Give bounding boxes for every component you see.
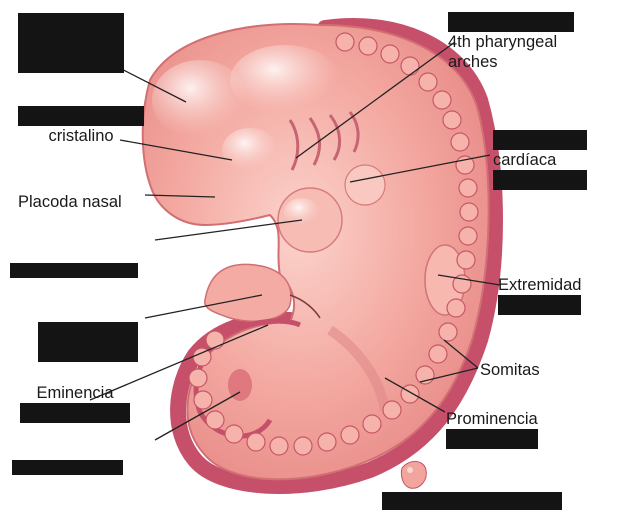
label-line: Prominencia cardíaca: [10, 263, 138, 278]
label-line: arches: [448, 52, 574, 72]
label-prominencia-mesonefrica: Prominencia mesonéfrica: [446, 409, 538, 449]
label-line: del cerebro: [18, 33, 124, 53]
label-prominencia-cardiaca: Prominencia cardíaca: [10, 261, 138, 281]
label-line: Extremidad inferior: [12, 460, 123, 475]
label-line: izquierda: [493, 170, 587, 190]
label-line: caudal: [20, 403, 130, 423]
label-line: Tamaño real de 4,5 mm.: [382, 492, 562, 510]
umbilical-cord: [205, 264, 291, 321]
label-line: superior: [498, 295, 581, 315]
label-line: Extremidad: [498, 275, 581, 295]
label-eminencia-caudal: Eminencia caudal: [20, 383, 130, 423]
label-line: cristalino: [18, 126, 144, 146]
label-line: Prominencia: [493, 130, 587, 150]
label-line: cardíaca: [493, 150, 587, 170]
label-line: medio: [18, 53, 124, 73]
label-tamano-real: Tamaño real de 4,5 mm.: [382, 491, 562, 511]
label-placoda-cristalino: Placoda del cristalino: [18, 106, 144, 146]
label-line: 4th pharyngeal: [448, 32, 574, 52]
label-line: umbilical: [38, 342, 138, 362]
label-somitas: Somitas: [480, 360, 540, 380]
label-line: Cordón: [38, 322, 138, 342]
label-line: Eminencia: [20, 383, 130, 403]
label-cordon-umbilical: Cordón umbilical: [38, 322, 138, 362]
label-prominencia-cardiaca-izquierda: Prominencia cardíaca izquierda: [493, 130, 587, 190]
label-line: Prominencia: [446, 409, 538, 429]
label-placoda-nasal: Placoda nasal: [18, 192, 122, 212]
label-line: mesonéfrica: [446, 429, 538, 449]
label-extremidad-inferior: Extremidad inferior: [12, 458, 123, 478]
label-line: Placoda del: [18, 106, 144, 126]
label-pharyngeal-arches: 1st, 2nd, 3rd and 4th pharyngeal arches: [448, 12, 574, 72]
label-line: 1st, 2nd, 3rd and: [448, 12, 574, 32]
label-extremidad-superior: Extremidad superior: [498, 275, 581, 315]
label-placoda-cerebro-medio: Placoda del cerebro medio: [18, 13, 124, 73]
label-line: Placoda: [18, 13, 124, 33]
actual-size-embryo: [401, 461, 426, 488]
